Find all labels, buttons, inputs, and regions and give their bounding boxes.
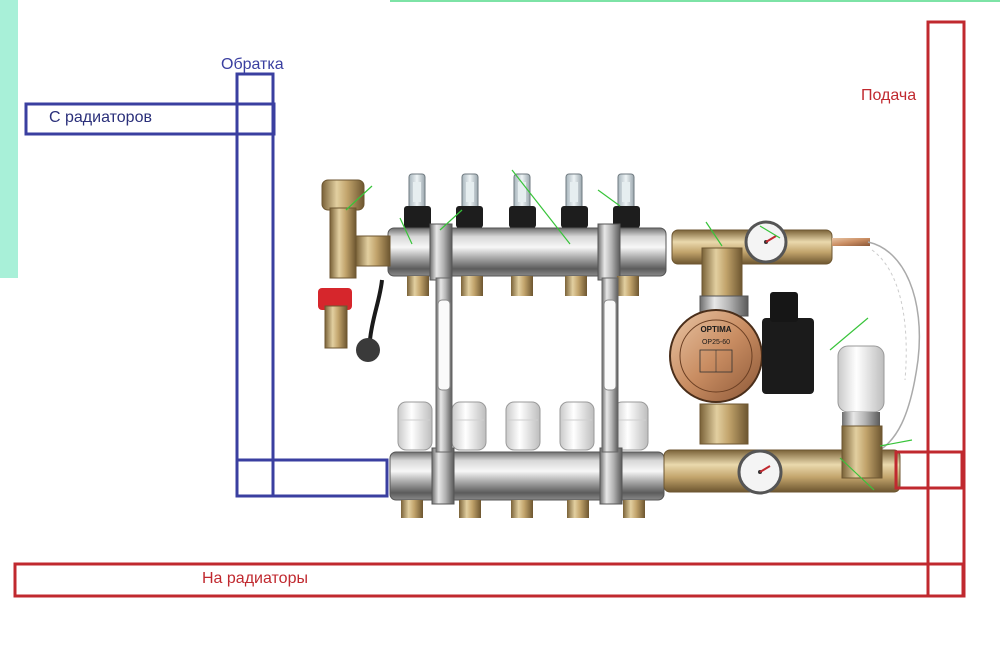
flowmeter-4 bbox=[561, 173, 588, 228]
pump-terminal-box bbox=[762, 292, 814, 394]
return-vertical-pipe bbox=[235, 72, 275, 498]
flowmeter-3 bbox=[509, 173, 536, 228]
supply-line bbox=[13, 20, 966, 598]
flowmeter-5 bbox=[613, 173, 640, 228]
circulation-pump: OPTIMA OP25-60 bbox=[669, 309, 763, 403]
thermometer-top-icon bbox=[744, 220, 788, 264]
from-radiators-label: С радиаторов bbox=[49, 109, 152, 126]
thermometer-bottom-icon bbox=[737, 449, 783, 495]
actuator-cap-1 bbox=[397, 401, 433, 451]
corner-accent-left bbox=[0, 0, 18, 278]
thermostatic-head bbox=[837, 345, 885, 479]
mounting-brackets bbox=[435, 277, 619, 453]
to-radiators-label: На радиаторы bbox=[202, 570, 308, 587]
air-vent-assembly bbox=[318, 179, 391, 362]
pointer-lines bbox=[345, 169, 913, 491]
supply-unit-connection bbox=[894, 450, 964, 490]
supply-vertical-pipe bbox=[926, 20, 966, 598]
flowmeter-2 bbox=[456, 173, 483, 228]
return-line bbox=[24, 72, 389, 498]
top-accent-line bbox=[390, 0, 1000, 2]
to-radiators-pipe bbox=[13, 562, 965, 598]
actuator-cap-4 bbox=[559, 401, 595, 451]
pump-model: OP25-60 bbox=[702, 339, 730, 346]
mixing-unit: OPTIMA OP25-60 bbox=[663, 220, 921, 495]
return-label: Обратка bbox=[221, 56, 284, 73]
supply-manifold bbox=[389, 401, 665, 518]
supply-manifold-bar bbox=[389, 451, 665, 501]
actuator-cap-5 bbox=[613, 401, 649, 451]
actuator-cap-2 bbox=[451, 401, 487, 451]
return-manifold bbox=[387, 173, 667, 296]
return-manifold-connection bbox=[235, 458, 389, 498]
pump-brand: OPTIMA bbox=[700, 325, 731, 334]
from-radiators-pipe bbox=[24, 102, 276, 136]
flowmeter-1 bbox=[404, 173, 431, 228]
actuator-cap-3 bbox=[505, 401, 541, 451]
supply-label: Подача bbox=[861, 87, 917, 104]
